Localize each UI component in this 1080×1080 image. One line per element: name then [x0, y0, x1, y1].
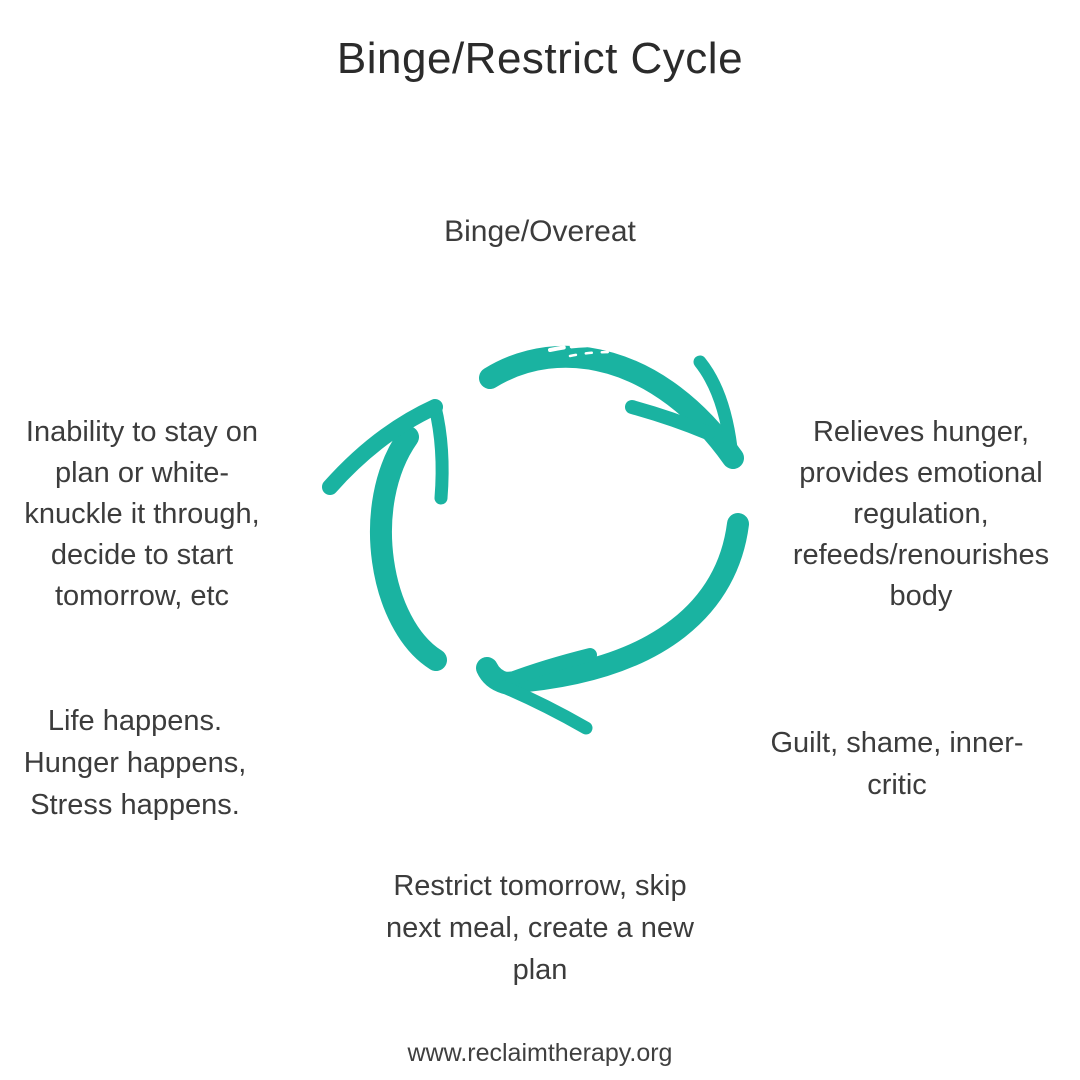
- cycle-arrow-top: [479, 343, 744, 469]
- cycle-stage-guilt-shame: Guilt, shame, inner- critic: [770, 727, 1024, 801]
- website-url: www.reclaimtherapy.org: [407, 1039, 673, 1067]
- cycle-arrow-left: [322, 399, 449, 671]
- cycle-stage-life-happens: Life happens. Hunger happens, Stress hap…: [23, 705, 247, 821]
- cycle-stage-restrict-tomorrow: Restrict tomorrow, skip next meal, creat…: [386, 870, 694, 986]
- page-title: Binge/Restrict Cycle: [336, 34, 744, 83]
- cycle-stage-relieves-hunger: Relieves hunger, provides emotional regu…: [792, 416, 1050, 612]
- cycle-stage-binge-overeat: Binge/Overeat: [444, 215, 636, 248]
- cycle-arrow-right: [476, 513, 749, 735]
- cycle-arrows-icon: [322, 343, 749, 735]
- cycle-stage-inability-to-stay: Inability to stay on plan or white- knuc…: [24, 416, 260, 612]
